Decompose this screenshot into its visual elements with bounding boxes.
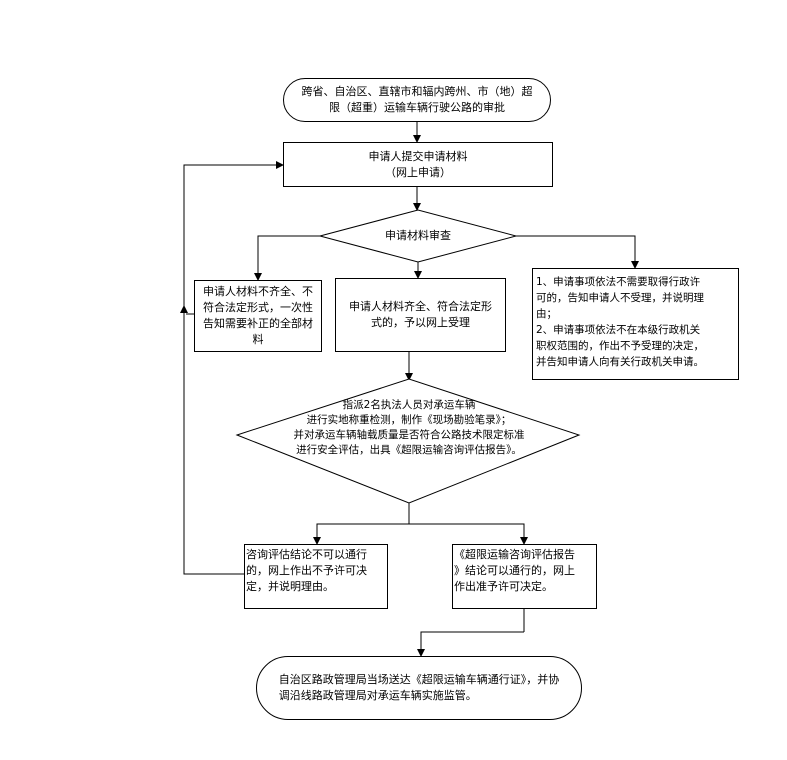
- complete-box: 申请人材料齐全、符合法定形 式的，予以网上受理: [335, 278, 506, 352]
- incomplete-line-1: 申请人材料不齐全、不: [203, 285, 313, 298]
- final-line-1: 自治区路政管理局当场送达《超限运输车辆通行证》，并协: [278, 673, 560, 686]
- approve-line-2: 》结论可以通行的，网上: [454, 564, 575, 577]
- incomplete-line-4: 料: [252, 333, 264, 346]
- incomplete-line-2: 符合法定形式，一次性: [203, 301, 313, 314]
- arrow-inspection-to-approve: [409, 523, 528, 545]
- reject-line-2: 可的，告知申请人不受理，并说明理: [536, 292, 704, 304]
- inspection-line-1: 指派2名执法人员对承运车辆: [342, 399, 476, 411]
- inspection-line-3: 并对承运车辆轴载质量是否符合公路技术限定标准: [293, 429, 525, 441]
- submit-box: 申请人提交申请材料 （网上申请）: [283, 142, 553, 187]
- final-box: 自治区路政管理局当场送达《超限运输车辆通行证》，并协 调沿线路政管理局对承运车辆…: [256, 656, 582, 720]
- arrow-approve-to-final-head: [417, 631, 524, 657]
- incomplete-box: 申请人材料不齐全、不 符合法定形式，一次性 告知需要补正的全部材 料: [194, 280, 322, 352]
- deny-line-3: 定，并说明理由。: [246, 580, 334, 593]
- inspection-line-4: 进行安全评估，出具《超限运输咨询评估报告》。: [296, 444, 522, 456]
- reject-box: 1、申请事项依法不需要取得行政许 可的，告知申请人不受理，并说明理 由； 2、申…: [532, 268, 739, 380]
- title-line-2: 限（超重）运输车辆行驶公路的审批: [329, 101, 505, 114]
- inspection-decision-diamond: [235, 378, 581, 504]
- complete-line-2: 式的，予以网上受理: [371, 316, 470, 329]
- reject-line-6: 并告知申请人向有关行政机关申请。: [536, 356, 704, 368]
- inspection-line-2: 进行实地称重检测，制作《现场勘验笔录》；: [306, 414, 512, 426]
- incomplete-line-3: 告知需要补正的全部材: [203, 317, 313, 330]
- submit-line-2: （网上申请）: [385, 165, 451, 179]
- reject-line-5: 职权范围的，作出不予受理的决定，: [536, 340, 704, 352]
- arrow-inspection-to-deny: [313, 523, 409, 545]
- feedback-deny-to-submit: [183, 161, 284, 575]
- reject-line-4: 2、申请事项依法不在本级行政机关: [536, 324, 701, 336]
- arrow-review-to-incomplete: [254, 235, 320, 281]
- review-decision-label: 申请材料审查: [385, 229, 451, 242]
- reject-line-3: 由；: [536, 308, 557, 320]
- arrow-review-to-reject: [516, 235, 639, 269]
- deny-line-1: 咨询评估结论不可以通行: [246, 548, 367, 561]
- deny-box: 咨询评估结论不可以通行 的，网上作出不予许可决 定，并说明理由。: [244, 544, 388, 609]
- inspection-decision-label: 指派2名执法人员对承运车辆 进行实地称重检测，制作《现场勘验笔录》； 并对承运车…: [262, 398, 556, 458]
- title-box: 跨省、自治区、直辖市和辐内跨州、市（地）超 限（超重）运输车辆行驶公路的审批: [283, 78, 551, 122]
- complete-line-1: 申请人材料齐全、符合法定形: [349, 300, 492, 313]
- reject-line-1: 1、申请事项依法不需要取得行政许: [536, 276, 701, 288]
- submit-line-1: 申请人提交申请材料: [368, 149, 468, 163]
- approve-box: 《超限运输咨询评估报告 》结论可以通行的，网上 作出准予许可决定。: [452, 544, 597, 609]
- title-line-1: 跨省、自治区、直辖市和辐内跨州、市（地）超: [301, 85, 533, 98]
- approve-line-1: 《超限运输咨询评估报告: [454, 548, 575, 561]
- final-line-2: 调沿线路政管理局对承运车辆实施监管。: [278, 689, 477, 702]
- approve-line-3: 作出准予许可决定。: [454, 580, 553, 593]
- deny-line-2: 的，网上作出不予许可决: [246, 564, 367, 577]
